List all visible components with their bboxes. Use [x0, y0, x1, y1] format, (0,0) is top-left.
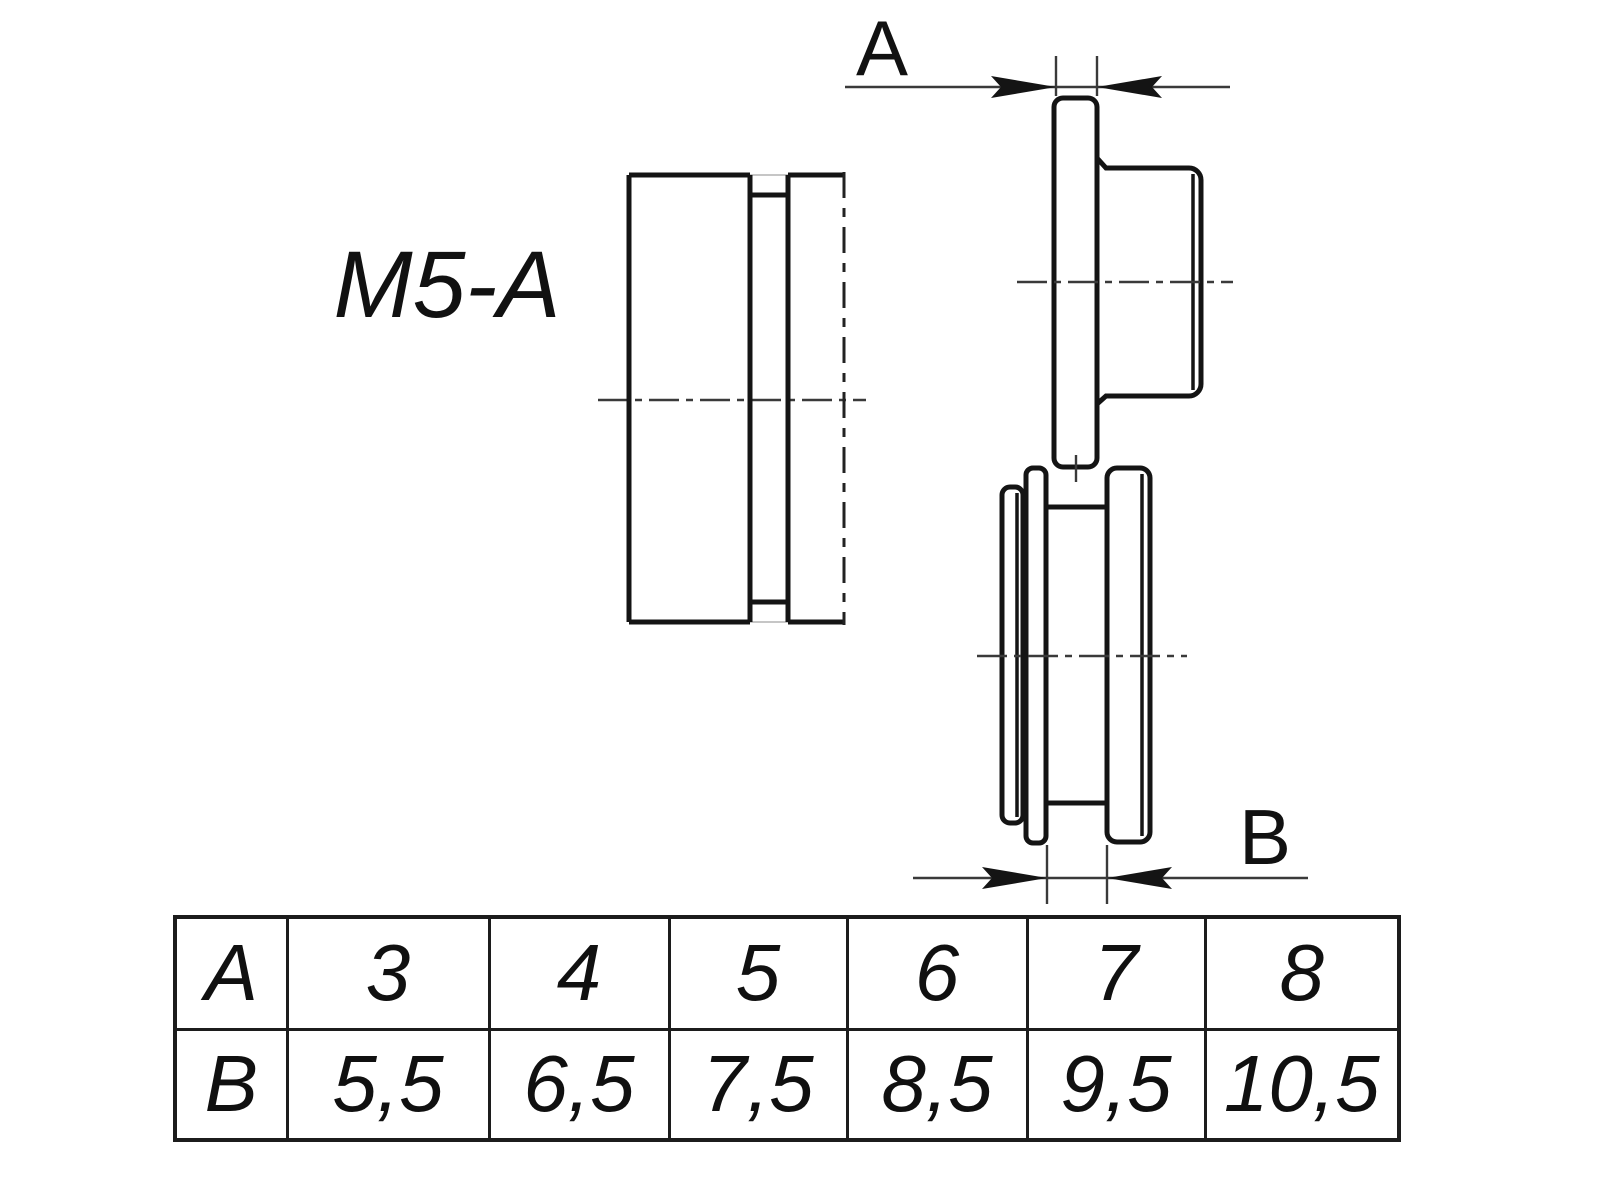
row-b-value: 10,5: [1203, 1027, 1401, 1142]
table-row-b: B 5,5 6,5 7,5 8,5 9,5 10,5: [173, 1027, 1401, 1142]
dim-b-label: B: [1239, 793, 1291, 881]
row-a-value: 4: [487, 915, 671, 1031]
row-a-value: 5: [667, 915, 849, 1031]
row-a-value: 3: [285, 915, 491, 1031]
dim-a-label: A: [856, 4, 908, 92]
row-b-value: 5,5: [285, 1027, 491, 1142]
dimension-b: B: [913, 793, 1308, 904]
flange-part-profile: [1017, 95, 1233, 482]
dimension-table: A 3 4 5 6 7 8 B 5,5 6,5 7,5 8,5 9,5 10,5: [173, 915, 1401, 1142]
row-a-value: 7: [1025, 915, 1207, 1031]
dimension-a: A: [845, 4, 1230, 98]
sleeve-side-view: [598, 172, 866, 625]
row-b-value: 7,5: [667, 1027, 849, 1142]
row-a-value: 6: [845, 915, 1029, 1031]
row-b-value: 6,5: [487, 1027, 671, 1142]
part-title: M5-A: [334, 232, 561, 338]
row-b-value: 8,5: [845, 1027, 1029, 1142]
grooved-ring-profile: [977, 465, 1187, 846]
dim-a-arrow-right: [1097, 76, 1162, 98]
row-a-value: 8: [1203, 915, 1401, 1031]
dim-b-arrow-left: [982, 867, 1047, 889]
table-row-a: A 3 4 5 6 7 8: [173, 915, 1401, 1031]
dim-a-arrow-left: [991, 76, 1056, 98]
row-b-value: 9,5: [1025, 1027, 1207, 1142]
row-b-header: B: [173, 1027, 289, 1142]
row-a-header: A: [173, 915, 289, 1031]
dim-b-arrow-right: [1107, 867, 1172, 889]
